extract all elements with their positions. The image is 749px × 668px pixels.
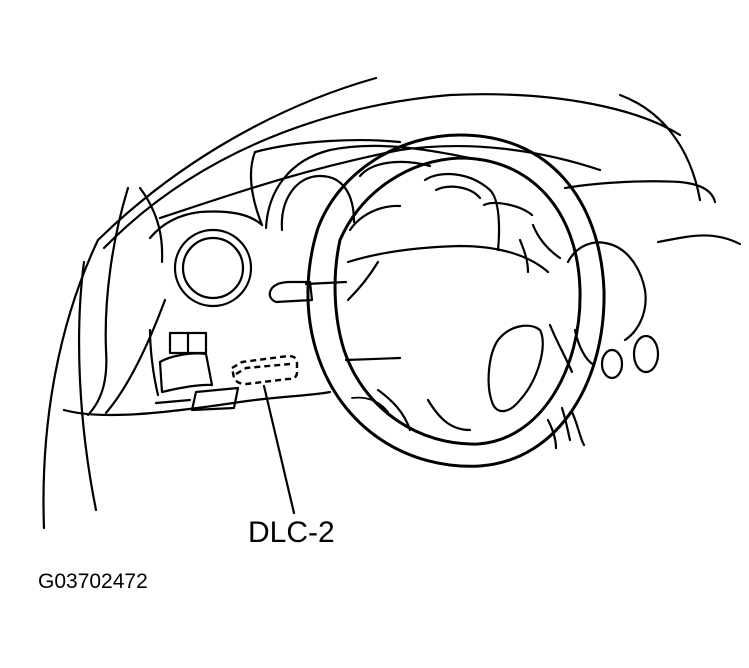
dashboard-top — [148, 139, 717, 240]
figure-id: G03702472 — [38, 570, 148, 593]
left-air-vent — [173, 228, 253, 308]
windshield-outline — [42, 76, 702, 530]
dlc-2-label: DLC-2 — [248, 516, 335, 549]
dashboard-left-side — [62, 186, 332, 417]
steering-wheel — [306, 133, 606, 468]
left-switch-panel — [148, 328, 240, 412]
callout-leader — [262, 384, 296, 515]
steering-wheel-hub — [344, 223, 562, 432]
dlc-2-connector — [230, 354, 299, 386]
instrument-cluster — [264, 144, 534, 304]
